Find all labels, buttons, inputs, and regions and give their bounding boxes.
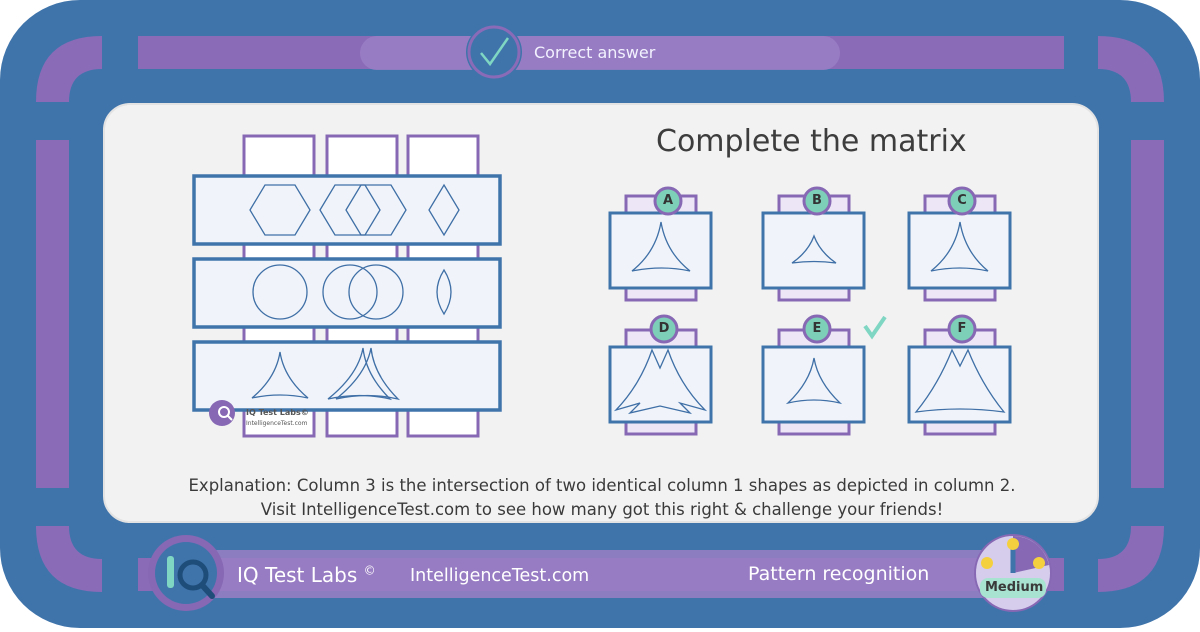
- lens-shape: [436, 268, 452, 316]
- circle-shape: [322, 264, 378, 320]
- circle-shape: [252, 264, 308, 320]
- option-badge: [802, 186, 832, 216]
- correct-checkmark-icon: [863, 315, 887, 340]
- triangle-shape: [251, 351, 309, 399]
- option-d[interactable]: [608, 314, 713, 436]
- option-a[interactable]: [608, 186, 713, 302]
- checkmark-icon: [466, 24, 522, 80]
- hexagon-shape: [249, 184, 311, 236]
- difficulty-gauge-icon: [974, 534, 1052, 612]
- footer-pill: [190, 550, 1010, 598]
- copyright-mark: ©: [363, 563, 376, 578]
- brand-name: IQ Test Labs: [237, 563, 358, 587]
- watermark-logo-icon: [209, 400, 235, 426]
- matrix-rows: [192, 174, 502, 412]
- circle-shape: [348, 264, 404, 320]
- status-text: Correct answer: [534, 43, 656, 62]
- hexagon-shape: [319, 184, 381, 236]
- option-label-f: F: [957, 321, 967, 336]
- explanation-line-1: Explanation: Column 3 is the intersectio…: [188, 476, 1016, 495]
- hexagon-shape: [345, 184, 407, 236]
- option-badge: [947, 314, 977, 344]
- option-c[interactable]: [907, 186, 1012, 302]
- option-badge: [649, 314, 679, 344]
- matrix: [192, 134, 502, 438]
- option-f[interactable]: [907, 314, 1012, 436]
- watermark-brand: IQ Test Labs©: [246, 408, 309, 417]
- option-label-a: A: [662, 193, 674, 208]
- option-label-c: C: [957, 193, 967, 208]
- explanation-line-2: Visit IntelligenceTest.com to see how ma…: [260, 500, 944, 519]
- option-e[interactable]: [761, 314, 887, 436]
- option-label-e: E: [812, 321, 822, 336]
- watermark-site: IntelligenceTest.com: [246, 420, 308, 427]
- triangle-shape: [335, 347, 401, 401]
- option-badge: [653, 186, 683, 216]
- explanation: Explanation: Column 3 is the intersectio…: [112, 474, 1092, 522]
- answer-options: [608, 186, 1012, 436]
- option-b[interactable]: [761, 186, 866, 302]
- category-label: Pattern recognition: [748, 563, 930, 585]
- difficulty-label: Medium: [985, 580, 1044, 595]
- logo-icon: [148, 535, 224, 611]
- diamond-shape: [428, 183, 460, 237]
- footer-brand: IQ Test Labs ©: [237, 563, 376, 587]
- option-label-d: D: [658, 321, 670, 336]
- matrix-shapes: [249, 183, 460, 401]
- option-badge: [947, 186, 977, 216]
- page-title: Complete the matrix: [656, 124, 967, 159]
- footer-site-link[interactable]: IntelligenceTest.com: [410, 566, 590, 586]
- option-badge: [802, 314, 832, 344]
- option-label-b: B: [812, 193, 822, 208]
